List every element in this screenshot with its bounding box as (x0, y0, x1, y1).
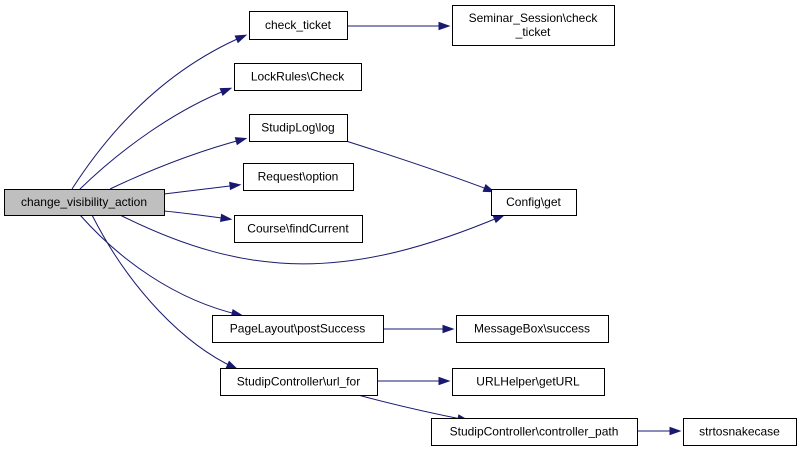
node-box (249, 11, 348, 40)
node-box (249, 114, 348, 142)
arrowhead-icon (220, 213, 233, 223)
node-label: Request\option (258, 170, 339, 184)
edge-line (71, 35, 245, 190)
arrowhead-icon (234, 137, 248, 146)
node-box (491, 189, 577, 216)
edge-change-visibility-action-to-course-findcurrent (163, 210, 233, 223)
edge-change-visibility-action-to-lockrules-check (79, 87, 233, 190)
edge-line (109, 138, 245, 190)
edge-change-visibility-action-to-config-get (119, 214, 506, 265)
node-box (220, 368, 378, 396)
node-label: _ticket (515, 25, 551, 39)
edge-check-ticket-to-seminar-session-check-ticket (347, 21, 451, 31)
edge-studipcontroller-url-for-to-urlhelper-geturl (377, 376, 451, 386)
node-box (452, 368, 605, 396)
node-label: StudipController\url_for (237, 375, 360, 389)
edge-line (91, 214, 236, 369)
node-request-option[interactable]: Request\option (243, 163, 354, 191)
arrowhead-icon (234, 34, 248, 44)
node-box (452, 5, 615, 46)
nodes-layer: change_visibility_action check_ticket Semi… (4, 5, 797, 446)
edge-pagelayout-postsuccess-to-messagebox-success (383, 324, 455, 334)
node-label: LockRules\Check (251, 70, 345, 84)
node-messagebox-success[interactable]: MessageBox\success (456, 315, 609, 343)
node-label: change_visibility_action (21, 195, 147, 209)
node-studiplog-log[interactable]: StudipLog\log (249, 114, 348, 142)
node-label: Course\findCurrent (247, 222, 349, 236)
node-label: MessageBox\success (474, 322, 590, 336)
node-label: StudipLog\log (261, 121, 334, 135)
node-seminar-session-check-ticket[interactable]: Seminar_Session\check_ticket (452, 5, 615, 46)
node-box (243, 163, 354, 191)
edge-line (163, 184, 239, 195)
edge-studipcontroller-url-for-to-studipcontroller-controller-path (357, 394, 470, 423)
arrowhead-icon (219, 87, 233, 96)
arrowhead-icon (492, 214, 506, 224)
node-urlhelper-geturl[interactable]: URLHelper\getURL (452, 368, 605, 396)
node-course-findcurrent[interactable]: Course\findCurrent (234, 215, 363, 243)
node-config-get[interactable]: Config\get (491, 189, 577, 216)
node-label: PageLayout\postSuccess (230, 322, 365, 336)
node-box (234, 215, 363, 243)
edge-line (163, 210, 230, 220)
edge-change-visibility-action-to-pagelayout-postsuccess (79, 214, 244, 318)
edge-studipcontroller-controller-path-to-strtosnakecase (637, 426, 682, 436)
node-check-ticket[interactable]: check_ticket (249, 11, 348, 40)
node-box (683, 418, 797, 446)
node-label: Seminar_Session\check (469, 11, 599, 25)
edges-layer (71, 21, 682, 436)
edge-change-visibility-action-to-request-option (163, 181, 242, 195)
node-box (234, 63, 362, 91)
arrowhead-icon (229, 181, 242, 191)
node-box (431, 418, 638, 446)
node-studipcontroller-url-for[interactable]: StudipController\url_for (220, 368, 378, 396)
edge-line (119, 214, 503, 265)
arrowhead-icon (225, 360, 239, 370)
edge-line (357, 394, 467, 421)
node-studipcontroller-controller-path[interactable]: StudipController\controller_path (431, 418, 638, 446)
node-strtosnakecase[interactable]: strtosnakecase (683, 418, 797, 446)
node-label: Config\get (506, 195, 561, 209)
node-box (4, 189, 165, 216)
node-label: check_ticket (265, 18, 332, 32)
node-label: StudipController\controller_path (450, 425, 619, 439)
arrowhead-icon (442, 324, 455, 334)
edge-line (79, 88, 230, 190)
edge-change-visibility-action-to-check-ticket (71, 34, 248, 190)
node-box (212, 315, 384, 343)
arrowhead-icon (438, 376, 451, 386)
node-change-visibility-action[interactable]: change_visibility_action (4, 189, 165, 216)
node-pagelayout-postsuccess[interactable]: PageLayout\postSuccess (212, 315, 384, 343)
edge-line (79, 214, 241, 316)
node-label: URLHelper\getURL (476, 375, 580, 389)
arrowhead-icon (438, 21, 451, 31)
edge-studiplog-log-to-config-get (345, 140, 496, 193)
edge-change-visibility-action-to-studiplog-log (109, 137, 248, 190)
edge-line (345, 140, 493, 192)
node-box (456, 315, 609, 343)
node-label: strtosnakecase (699, 425, 780, 439)
node-lockrules-check[interactable]: LockRules\Check (234, 63, 362, 91)
edge-change-visibility-action-to-studipcontroller-url-for (91, 214, 239, 370)
arrowhead-icon (669, 426, 682, 436)
